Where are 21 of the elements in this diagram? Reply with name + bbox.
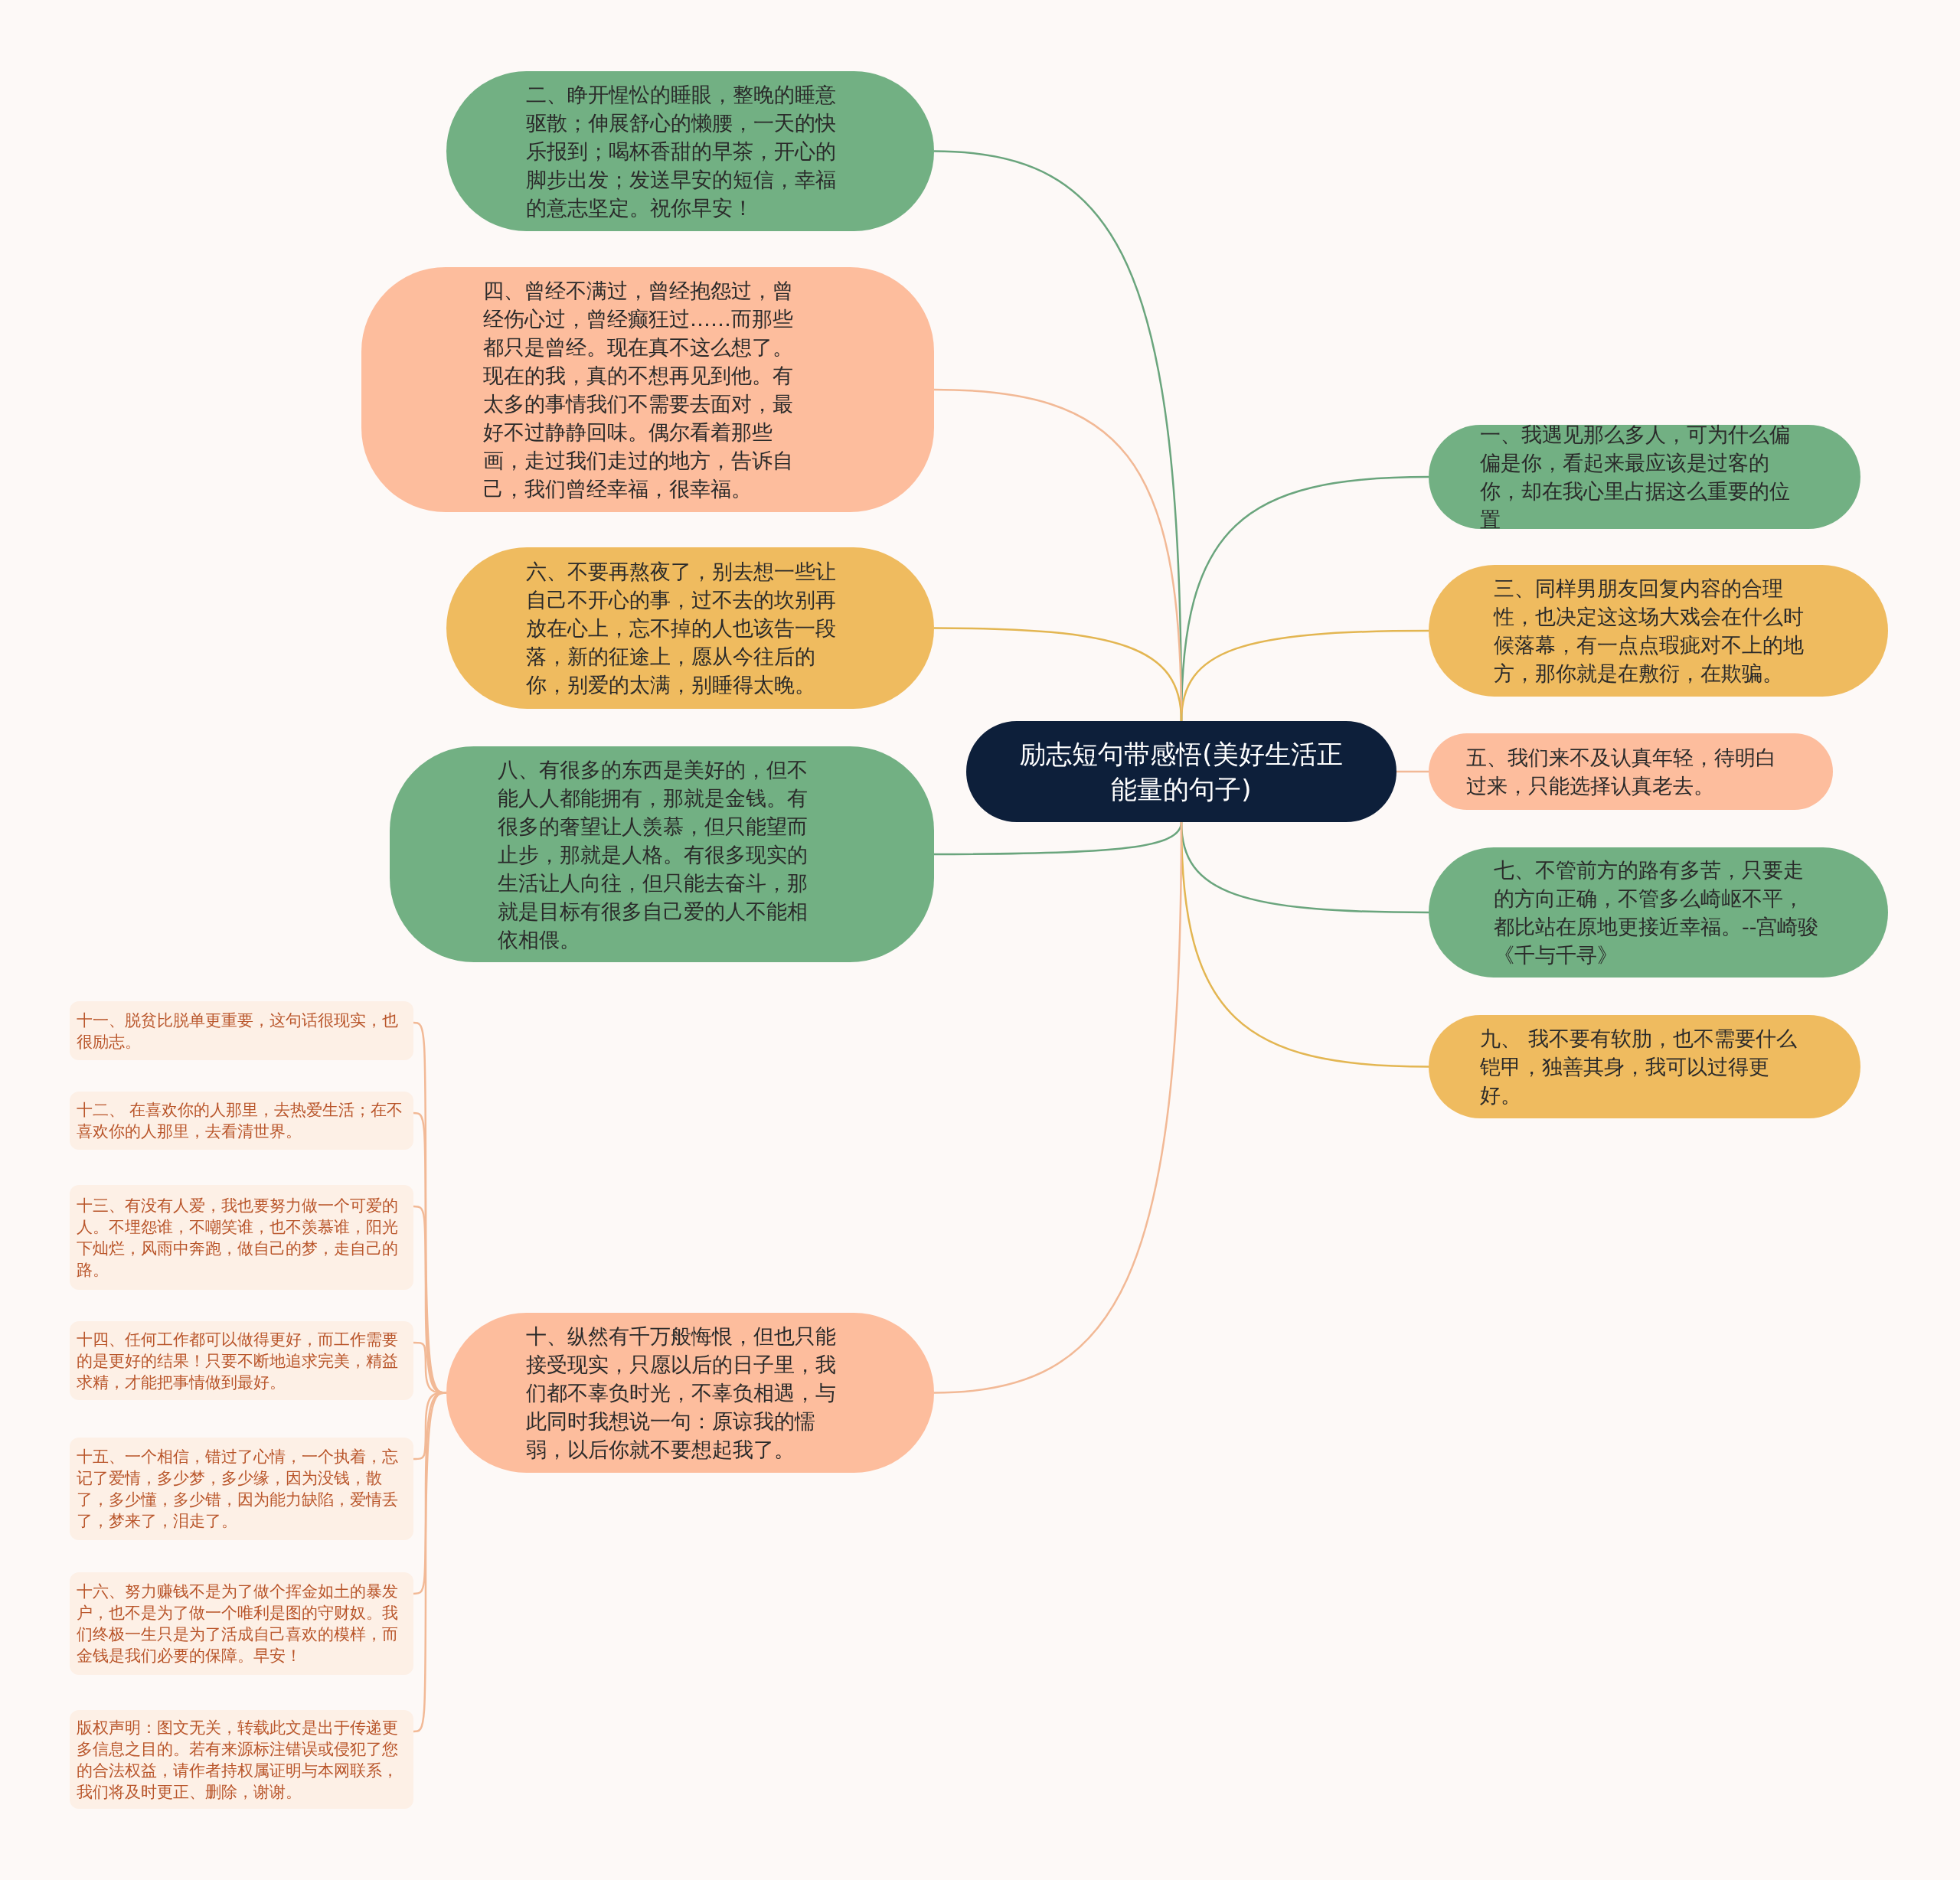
note-card: 十三、有没有人爱，我也要努力做一个可爱的人。不埋怨谁，不嘲笑谁，也不羡慕谁，阳光下灿烂，风雨中奔跑，做自己的梦，走自己的路。 (70, 1185, 413, 1290)
topic-pill: 三、同样男朋友回复内容的合理性，也决定这这场大戏会在什么时候落幕，有一点点瑕疵对不上的地方，那你就是在敷衍，在欺骗。 (1429, 565, 1888, 697)
note-card: 版权声明：图文无关，转载此文是出于传递更多信息之目的。若有来源标注错误或侵犯了您的合法权益，请作者持权属证明与本网联系，我们将及时更正、删除，谢谢。 (70, 1710, 413, 1809)
central-topic: 励志短句带感悟(美好生活正能量的句子) (966, 721, 1396, 822)
topic-pill: 五、我们来不及认真年轻，待明白过来，只能选择认真老去。 (1429, 733, 1833, 810)
note-card: 十二、 在喜欢你的人那里，去热爱生活；在不喜欢你的人那里，去看清世界。 (70, 1092, 413, 1150)
connector-line (933, 822, 1183, 1394)
connector-line (1396, 770, 1429, 773)
topic-pill: 八、有很多的东西是美好的，但不能人人都能拥有，那就是金钱。有很多的奢望让人羡慕，但只能望而止步，那就是人格。有很多现实的生活让人向往，但只能去奋斗，那就是目标有很多自己爱的人不能相依相偎。 (390, 746, 934, 962)
topic-pill: 二、睁开惺忪的睡眼，整晚的睡意驱散；伸展舒心的懒腰，一天的快乐报到；喝杯香甜的早茶，开心的脚步出发；发送早安的短信，幸福的意志坚定。祝你早安！ (446, 71, 934, 231)
topic-pill: 七、不管前方的路有多苦，只要走的方向正确，不管多么崎岖不平，都比站在原地更接近幸福。--宫崎骏《千与千寻》 (1429, 847, 1888, 978)
note-card: 十四、任何工作都可以做得更好，而工作需要的是更好的结果！只要不断地追求完美，精益求精，才能把事情做到最好。 (70, 1321, 413, 1400)
note-card: 十六、努力赚钱不是为了做个挥金如土的暴发户，也不是为了做一个唯利是图的守财奴。我们终极一生只是为了活成自己喜欢的模样，而金钱是我们必要的保障。早安！ (70, 1572, 413, 1675)
topic-pill: 十、纵然有千万般悔恨，但也只能接受现实，只愿以后的日子里，我们都不辜负时光，不辜负相遇，与此同时我想说一句：原谅我的懦弱，以后你就不要想起我了。 (446, 1313, 934, 1473)
note-card: 十一、脱贫比脱单更重要，这句话很现实，也很励志。 (70, 1001, 413, 1060)
topic-pill: 一、我遇见那么多人，可为什么偏偏是你，看起来最应该是过客的你，却在我心里占据这么重要的位置 (1429, 425, 1860, 529)
connector-line (934, 627, 1183, 722)
topic-pill: 六、不要再熬夜了，别去想一些让自己不开心的事，过不去的坎别再放在心上，忘不掉的人也该告一段落，新的征途上，愿从今往后的你，别爱的太满，别睡得太晚。 (446, 547, 934, 709)
topic-pill: 四、曾经不满过，曾经抱怨过，曾经伤心过，曾经癫狂过……而那些都只是曾经。现在真不这么想了。现在的我，真的不想再见到他。有太多的事情我们不需要去面对，最好不过静静回味。偶尔看着那些画，走过我们走过的地方，告诉自己，我们曾经幸福，很幸福。 (361, 267, 934, 512)
note-card: 十五、一个相信，错过了心情，一个执着，忘记了爱情，多少梦，多少缘，因为没钱，散了，多少懂，多少错，因为能力缺陷，爱情丢了，梦来了，泪走了。 (70, 1438, 413, 1540)
topic-pill: 九、 我不要有软肋，也不需要什么铠甲，独善其身，我可以过得更好。 (1429, 1015, 1860, 1118)
